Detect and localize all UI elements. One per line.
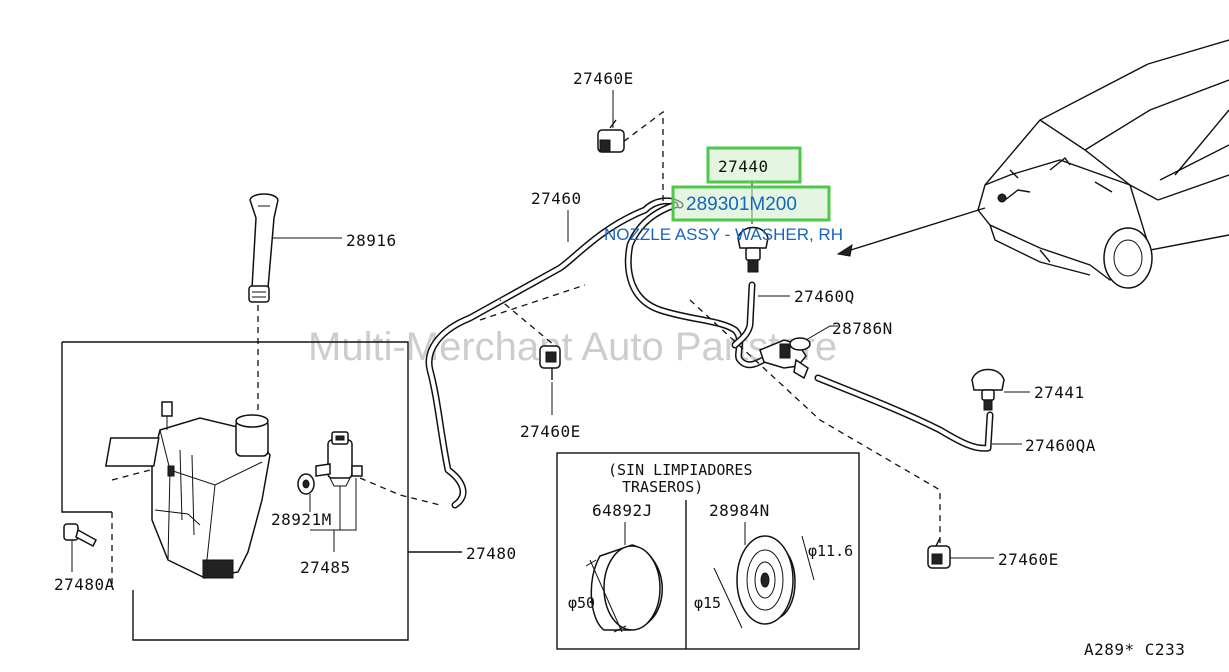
dim-phi50: φ50 [568, 594, 595, 612]
plug-cap-icon [590, 544, 663, 631]
alt-part-number-text: 289301M200 [686, 194, 797, 215]
label-28921M: 28921M [271, 510, 332, 529]
label-28786N: 28786N [832, 319, 893, 338]
dim-phi116: φ11.6 [808, 542, 853, 560]
label-27460E-bottom: 27460E [998, 550, 1059, 569]
filler-tube-icon [248, 193, 279, 303]
dim-phi15: φ15 [694, 594, 721, 612]
label-27460QA: 27460QA [1025, 436, 1096, 455]
inset-title-line1: (SIN LIMPIADORES [608, 461, 753, 479]
nozzle-icon [971, 368, 1005, 411]
diagram-code: A289* C233 [1084, 640, 1185, 659]
highlight-part-number[interactable]: 27440 [706, 146, 802, 184]
check-valve-icon [759, 337, 811, 380]
highlight-alt-part-number[interactable]: 289301M200 [671, 185, 831, 222]
car-outline-icon [977, 39, 1229, 289]
label-64892J: 64892J [592, 501, 653, 520]
inset-box: (SIN LIMPIADORES TRASEROS) 64892J 28984N… [556, 452, 860, 650]
label-27460E-top: 27460E [573, 69, 634, 88]
inset-title-line2: TRASEROS) [622, 478, 703, 496]
part-description: NOZZLE ASSY - WASHER, RH [604, 225, 843, 244]
hose-clip-icon [539, 345, 561, 380]
washer-tank-icon [104, 401, 271, 579]
label-27480A: 27480A [54, 575, 115, 594]
washer-hose [425, 197, 994, 509]
nozzle-icon [737, 226, 769, 273]
label-27460Q: 27460Q [794, 287, 855, 306]
hose-clip-icon [597, 119, 625, 153]
label-28916: 28916 [346, 231, 397, 250]
grommet-icon [736, 535, 796, 625]
label-27480: 27480 [466, 544, 517, 563]
bolt-icon [63, 523, 97, 548]
label-28984N: 28984N [709, 501, 770, 520]
grommet-icon [297, 473, 315, 495]
label-27485: 27485 [300, 558, 351, 577]
pump-motor-icon [315, 431, 363, 487]
label-27460E-mid: 27460E [520, 422, 581, 441]
label-27440: 27440 [718, 157, 769, 176]
label-27441: 27441 [1034, 383, 1085, 402]
label-27460: 27460 [531, 189, 582, 208]
hose-clip-icon [927, 537, 951, 569]
